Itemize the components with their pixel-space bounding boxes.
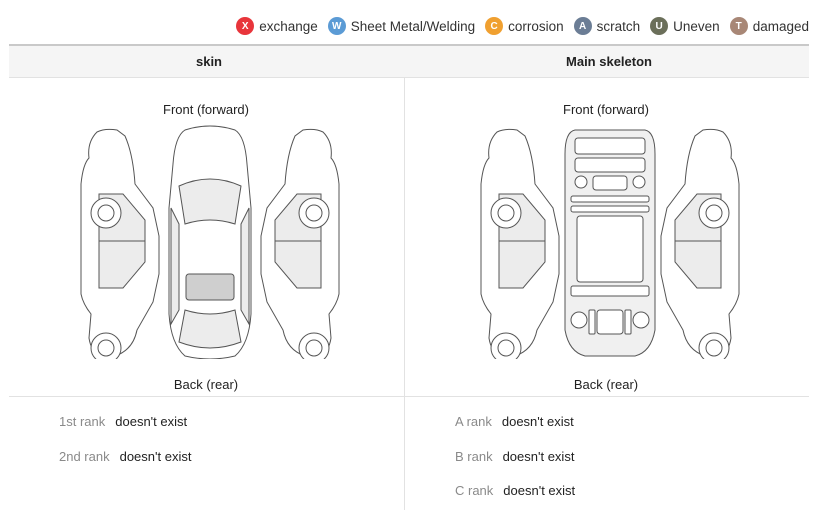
damage-legend: X exchange W Sheet Metal/Welding C corro… <box>236 17 809 35</box>
column-divider <box>404 78 405 510</box>
skin-rank-2: 2nd rank doesn't exist <box>59 449 191 464</box>
u-icon: U <box>650 17 669 35</box>
rank-label: C rank <box>455 483 494 498</box>
rank-label: A rank <box>455 414 492 429</box>
table-header: skin Main skeleton <box>9 46 809 78</box>
legend-label: scratch <box>596 18 641 34</box>
a-icon: A <box>573 17 592 35</box>
legend-label: corrosion <box>508 18 564 34</box>
legend-label: Uneven <box>673 18 720 34</box>
column-header-skin: skin <box>195 54 222 69</box>
x-icon: X <box>236 17 255 35</box>
row-divider <box>9 396 809 397</box>
legend-label: damaged <box>752 18 809 34</box>
rank-value: doesn't exist <box>503 483 576 498</box>
legend-item-uneven: U Uneven <box>650 17 720 35</box>
rank-label: B rank <box>455 449 493 464</box>
rank-value: doesn't exist <box>501 414 574 429</box>
rank-value: doesn't exist <box>502 449 575 464</box>
skin-rank-1: 1st rank doesn't exist <box>59 414 187 429</box>
rank-value: doesn't exist <box>119 449 192 464</box>
skeleton-front-caption: Front (forward) <box>563 102 649 117</box>
car-skeleton-diagram <box>480 128 740 359</box>
c-icon: C <box>485 17 504 35</box>
inspection-table: skin Main skeleton Front (forward) Back … <box>9 44 809 510</box>
t-icon: T <box>729 17 748 35</box>
skeleton-back-caption: Back (rear) <box>573 377 639 392</box>
skeleton-rank-b: B rank doesn't exist <box>455 449 574 464</box>
skin-back-caption: Back (rear) <box>173 377 239 392</box>
legend-item-corrosion: C corrosion <box>485 17 564 35</box>
legend-item-scratch: A scratch <box>573 17 641 35</box>
skin-front-caption: Front (forward) <box>163 102 249 117</box>
legend-item-sheet-metal: W Sheet Metal/Welding <box>327 17 476 35</box>
skeleton-rank-c: C rank doesn't exist <box>455 483 575 498</box>
rank-label: 2nd rank <box>59 449 110 464</box>
legend-label: Sheet Metal/Welding <box>350 18 476 34</box>
skeleton-rank-a: A rank doesn't exist <box>455 414 574 429</box>
column-header-skeleton: Main skeleton <box>566 54 652 69</box>
w-icon: W <box>327 17 346 35</box>
legend-item-exchange: X exchange <box>236 17 318 35</box>
rank-label: 1st rank <box>59 414 106 429</box>
legend-label: exchange <box>259 18 318 34</box>
legend-item-damaged: T damaged <box>729 17 809 35</box>
rank-value: doesn't exist <box>115 414 188 429</box>
car-skin-diagram <box>80 125 340 359</box>
